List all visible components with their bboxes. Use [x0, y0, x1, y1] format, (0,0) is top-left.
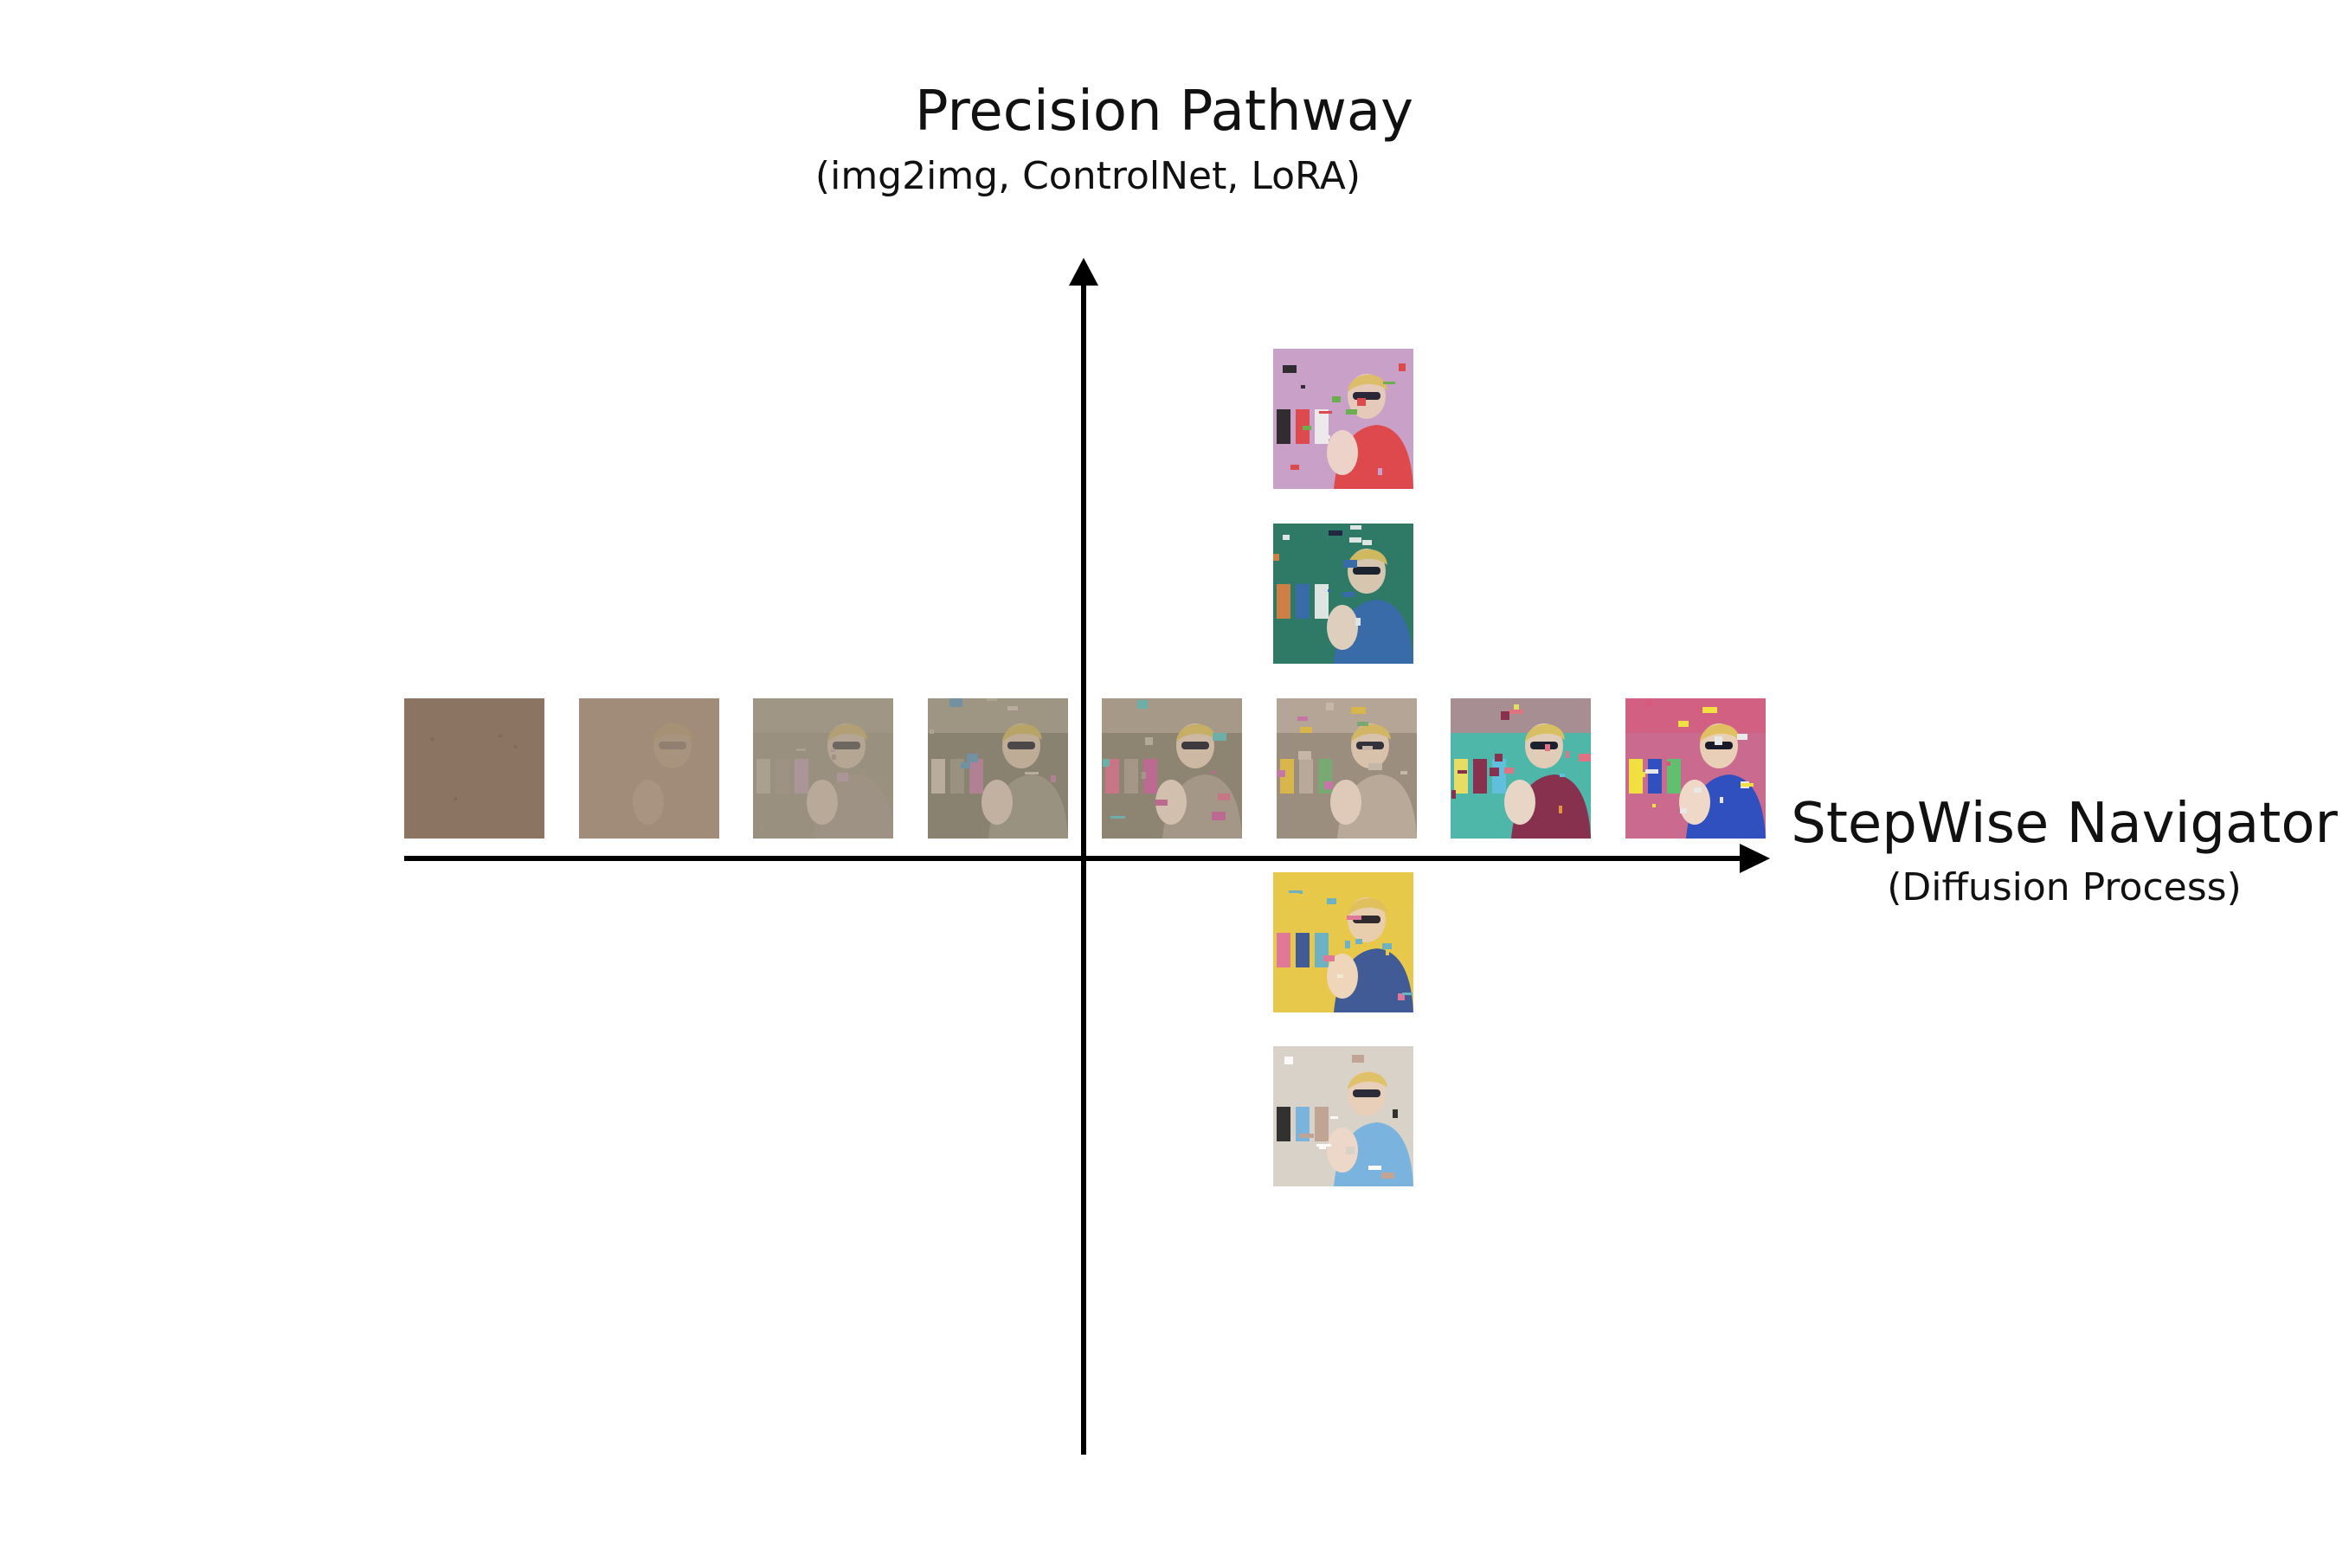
- precision-variant-bottom-2: [1273, 1046, 1413, 1186]
- diffusion-step-3: [753, 698, 893, 839]
- diffusion-step-4: [928, 698, 1068, 839]
- diffusion-step-7: [1451, 698, 1591, 839]
- x-axis-title: StepWise Navigator: [1791, 792, 2338, 856]
- x-axis-arrowhead: [1740, 844, 1770, 873]
- diffusion-step-8: [1625, 698, 1766, 839]
- precision-variant-top-2: [1273, 524, 1413, 664]
- precision-variant-bottom-1: [1273, 872, 1413, 1012]
- x-axis-subtitle: (Diffusion Process): [1887, 865, 2242, 909]
- precision-variant-top-1: [1273, 349, 1413, 489]
- diffusion-step-1: [404, 698, 544, 839]
- y-axis-subtitle: (img2img, ControlNet, LoRA): [814, 154, 1361, 198]
- diffusion-step-6: [1277, 698, 1417, 839]
- y-axis-title: Precision Pathway: [915, 80, 1413, 144]
- diffusion-step-5: [1102, 698, 1242, 839]
- y-axis-arrowhead: [1069, 258, 1098, 286]
- diffusion-step-2: [579, 698, 719, 839]
